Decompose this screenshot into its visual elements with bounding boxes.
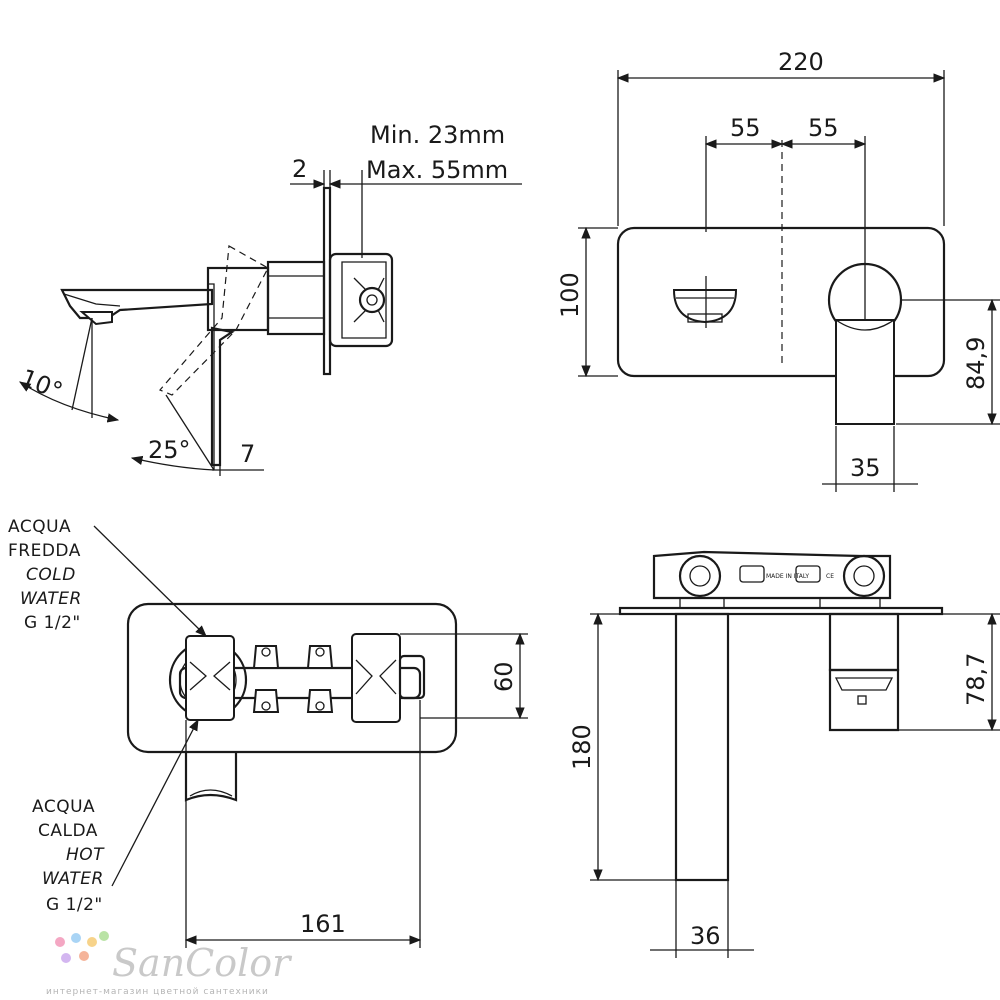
dim-label: 55 (808, 114, 839, 142)
dim-label: 7 (240, 440, 255, 468)
hot-connector (351, 633, 401, 723)
ce-mark: CE (826, 573, 834, 580)
brand-tagline: интернет-магазин цветной сантехники (46, 987, 269, 997)
handle-base (206, 266, 270, 332)
spout-stub (184, 752, 238, 802)
side-view: 2 Min. 23mm Max. 55mm 10° 25° 7 (17, 121, 522, 476)
hot-label-line: HOT (66, 845, 105, 865)
logo-dot (61, 953, 71, 963)
angle-label: 25° (148, 436, 191, 464)
cold-label-line: COLD (26, 565, 76, 585)
plate-outline (126, 602, 458, 754)
brand-name: SanColor (112, 941, 293, 985)
spout-side (674, 612, 730, 882)
dim-label: 180 (568, 724, 596, 770)
valve-body (328, 252, 394, 348)
angle-label: 10° (17, 364, 67, 406)
made-in-italy-mark: MADE IN ITALY (766, 573, 809, 580)
spout-front (672, 289, 738, 324)
dim-label: 60 (490, 661, 518, 692)
dim-label: 161 (300, 910, 346, 938)
front-view: 220 55 55 100 84,9 35 (556, 48, 1000, 492)
dim-label: Min. 23mm (370, 121, 505, 149)
logo-dot (71, 933, 81, 943)
wall-plate-edge (618, 606, 944, 616)
logo-dot (87, 937, 97, 947)
valve-body-top (652, 550, 892, 600)
hot-label-line: WATER (42, 869, 104, 889)
handle-side (828, 612, 900, 672)
dim-label: 36 (690, 922, 721, 950)
logo-dot (99, 931, 109, 941)
cold-label-line: FREDDA (8, 541, 81, 561)
hot-label-line: G 1/2" (46, 895, 103, 915)
handle-lever (835, 319, 895, 425)
dim-label: 100 (556, 272, 584, 318)
dim-label: 35 (850, 454, 881, 482)
dim-label: 84,9 (962, 337, 990, 390)
cover-plate (616, 226, 946, 378)
cold-label-line: G 1/2" (24, 613, 81, 633)
dim-label: 2 (292, 155, 307, 183)
dim-label: 78,7 (962, 653, 990, 706)
lever-tilted (159, 245, 269, 396)
lever (210, 326, 235, 467)
dim-label: 55 (730, 114, 761, 142)
body-view: ACQUA FREDDA COLD WATER G 1/2" ACQUA CAL… (8, 517, 528, 948)
cold-label-line: WATER (20, 589, 82, 609)
hot-label-line: ACQUA (32, 797, 95, 817)
spout-outline (60, 288, 214, 320)
dim-label: 220 (778, 48, 824, 76)
hot-label-line: CALDA (38, 821, 98, 841)
dim-label: Max. 55mm (366, 156, 508, 184)
cold-connector (185, 635, 235, 721)
cold-label-line: ACQUA (8, 517, 71, 537)
top-view: MADE IN ITALY CE 180 78,7 36 (568, 550, 1000, 958)
watermark-logo: SanColor интернет-магазин цветной сантех… (46, 931, 293, 997)
logo-dot (79, 951, 89, 961)
logo-dot (55, 937, 65, 947)
